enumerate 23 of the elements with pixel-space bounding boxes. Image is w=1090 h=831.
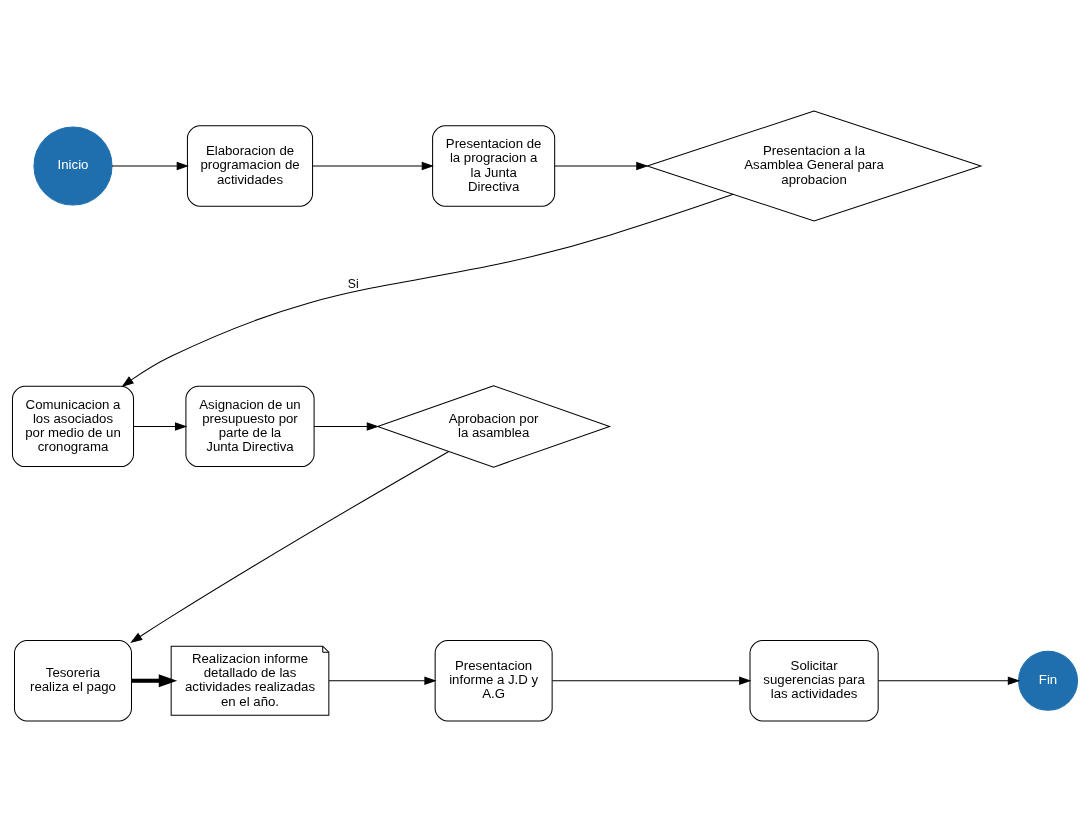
node-box: Tesoreria realiza el pago — [14, 639, 132, 721]
arrow — [121, 193, 734, 387]
node-box: Elaboracion de programacion de actividades — [186, 124, 314, 207]
arrow — [554, 161, 649, 170]
node-box: Comunicacion a los asociados por medio de un cronograma — [11, 385, 135, 467]
arrow — [111, 161, 189, 170]
node-box: Asignacion de un presupuesto por parte de la Junta Directiva — [185, 385, 315, 467]
arrow — [130, 450, 450, 643]
node-circle: Inicio — [33, 125, 113, 206]
node-diamond: Presentacion a la Asamblea General para aprobacion — [645, 110, 983, 221]
edge-label: Si — [347, 276, 359, 291]
arrow — [313, 421, 379, 431]
node-box: Presentacion de la progracion a la Junta Directiva — [432, 124, 556, 207]
arrow — [131, 673, 178, 687]
arrow — [133, 421, 188, 431]
node-diamond: Aprobacion por la asamblea — [376, 384, 612, 468]
arrow — [328, 675, 437, 685]
node-box: Presentacion informe a J.D y A.G — [434, 639, 553, 721]
node-circle: Fin — [1018, 650, 1079, 711]
arrow — [877, 675, 1021, 685]
arrow — [551, 675, 752, 685]
node-box: Solicitar sugerencias para las actividades — [749, 639, 879, 721]
arrow — [312, 161, 434, 170]
